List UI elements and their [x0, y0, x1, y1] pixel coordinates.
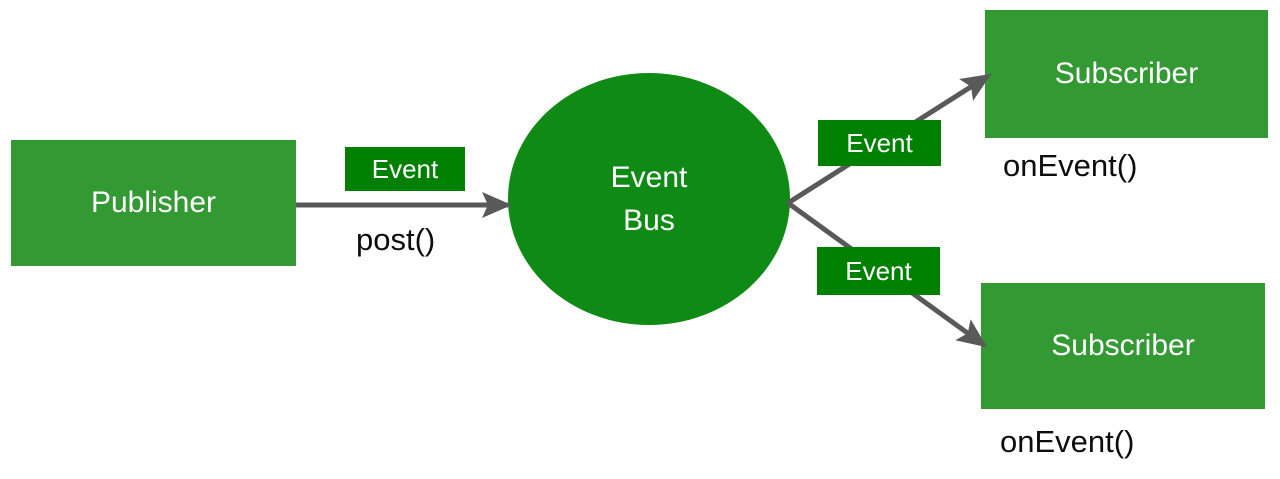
event-chip-subscriber-bottom-label: Event	[845, 255, 912, 286]
node-event-bus[interactable]: Event Bus	[508, 73, 790, 325]
caption-post: post()	[356, 222, 435, 258]
event-chip-subscriber-top-label: Event	[846, 127, 913, 158]
node-subscriber-top[interactable]: Subscriber	[985, 10, 1268, 138]
node-publisher[interactable]: Publisher	[11, 140, 296, 266]
node-event-bus-label-line2: Bus	[623, 204, 675, 237]
caption-post-label: post()	[356, 222, 436, 257]
event-chip-subscriber-bottom[interactable]: Event	[817, 247, 940, 295]
event-chip-post[interactable]: Event	[345, 147, 465, 191]
event-chip-subscriber-top[interactable]: Event	[818, 120, 941, 166]
node-subscriber-top-label: Subscriber	[1054, 57, 1199, 90]
caption-onevent-bottom: onEvent()	[1000, 424, 1134, 460]
event-chip-post-label: Event	[371, 153, 439, 184]
caption-onevent-bottom-label: onEvent()	[1000, 424, 1135, 459]
caption-onevent-top: onEvent()	[1003, 148, 1137, 184]
node-event-bus-label-line1: Event	[610, 160, 688, 194]
caption-onevent-top-label: onEvent()	[1003, 148, 1138, 183]
node-publisher-label: Publisher	[90, 186, 217, 219]
node-subscriber-bottom[interactable]: Subscriber	[981, 283, 1265, 409]
node-subscriber-bottom-label: Subscriber	[1051, 329, 1195, 362]
